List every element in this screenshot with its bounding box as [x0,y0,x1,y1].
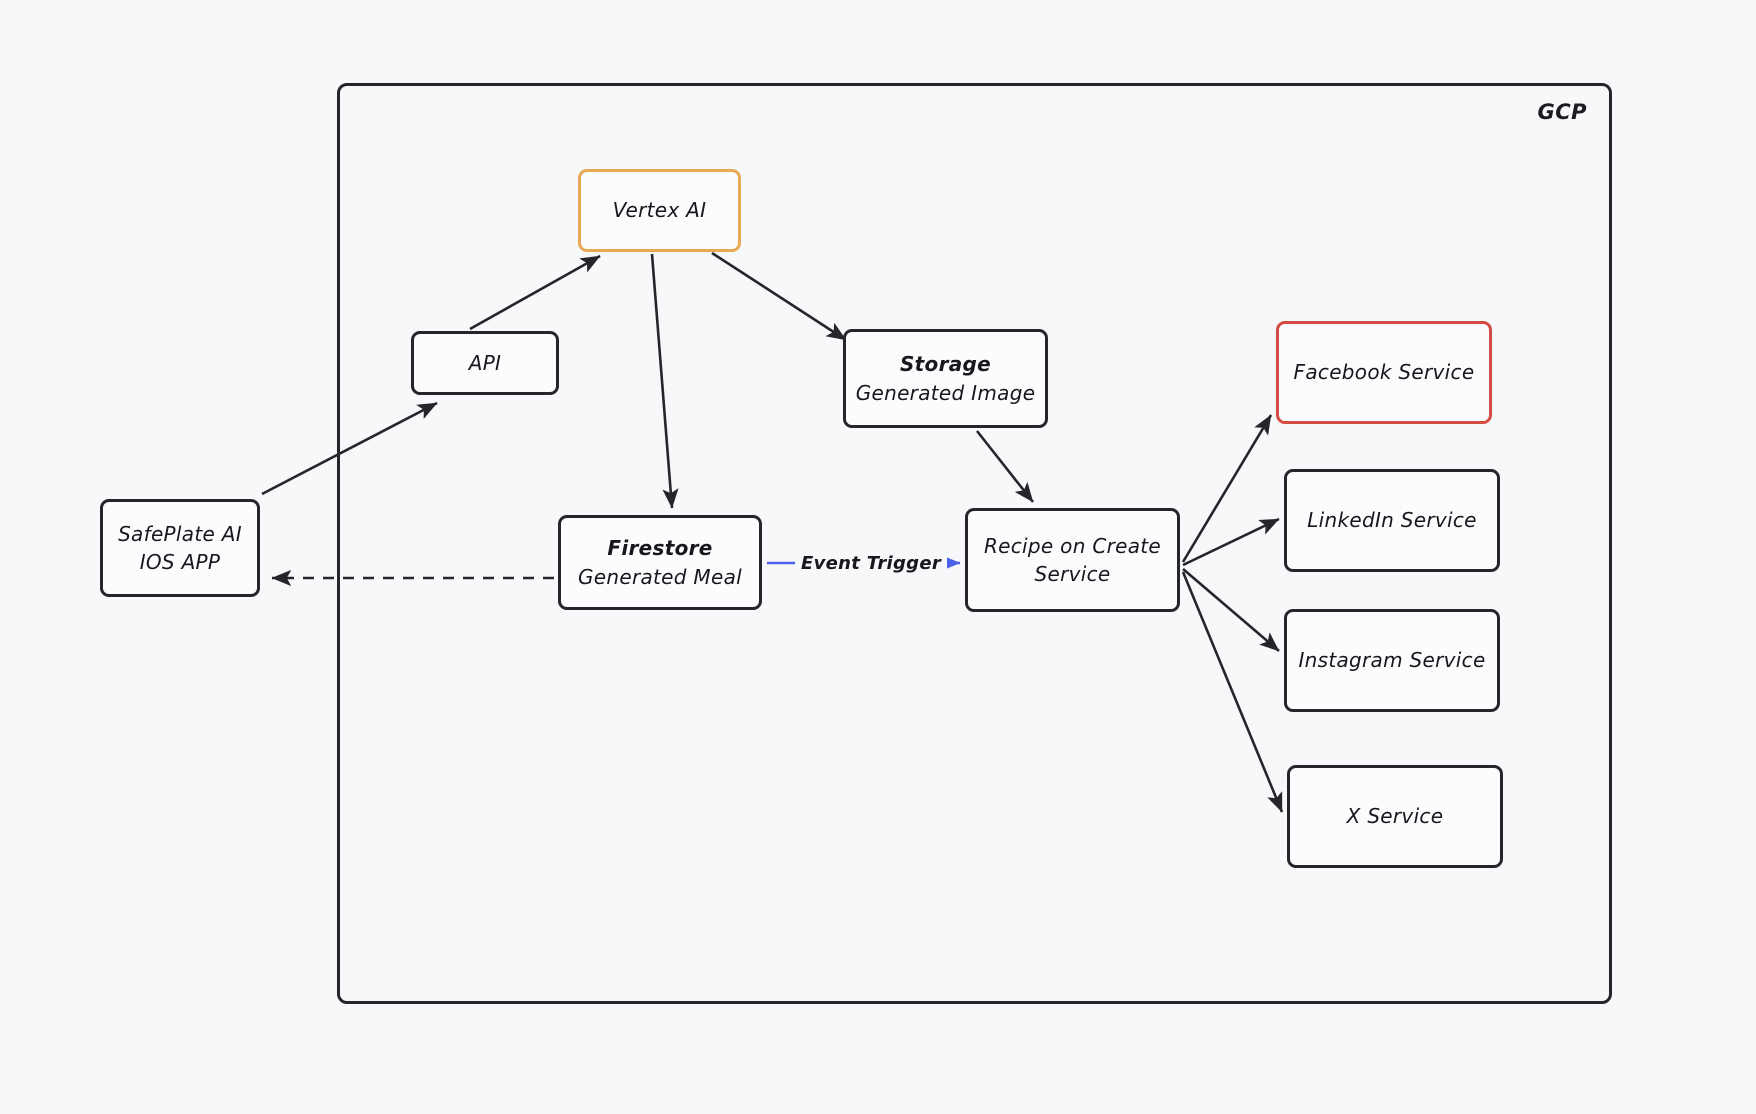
node-line-2: Generated Meal [577,564,743,589]
node-recipe-on-create-service[interactable]: Recipe on Create Service [965,508,1180,612]
node-instagram-service[interactable]: Instagram Service [1284,609,1500,712]
gcp-boundary: GCP [337,83,1612,1004]
node-vertex-ai[interactable]: Vertex AI [578,169,741,252]
gcp-label: GCP [1537,100,1587,124]
node-line-1: SafePlate AI [118,521,242,546]
node-api[interactable]: API [411,331,559,395]
node-line-1: Instagram Service [1298,648,1486,673]
node-storage-generated-image[interactable]: Storage Generated Image [843,329,1048,428]
node-line-1: Storage [899,352,992,377]
node-safeplate-ios-app[interactable]: SafePlate AI IOS APP [100,499,260,597]
node-firestore-generated-meal[interactable]: Firestore Generated Meal [558,515,762,610]
edge-label-event-trigger: Event Trigger [795,553,948,574]
node-line-2: IOS APP [139,550,221,574]
node-line-1: LinkedIn Service [1307,508,1477,533]
node-line-1: Facebook Service [1293,360,1475,385]
node-line-1: Vertex AI [612,198,707,223]
node-line-1: Recipe on Create Service [983,533,1162,586]
node-line-2: Generated Image [855,380,1036,405]
node-line-1: Firestore [607,536,713,561]
node-linkedin-service[interactable]: LinkedIn Service [1284,469,1500,572]
node-line-1: API [468,350,502,375]
node-x-service[interactable]: X Service [1287,765,1503,868]
node-line-1: X Service [1346,804,1444,829]
node-facebook-service[interactable]: Facebook Service [1276,321,1492,424]
